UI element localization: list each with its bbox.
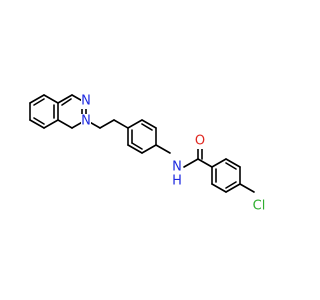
bond-phenyl-nh xyxy=(155,144,171,154)
bond-aryl-cl xyxy=(239,183,255,193)
o-label: O xyxy=(195,134,205,149)
n-label: N xyxy=(81,94,91,109)
bond-nh-carbonyl xyxy=(183,158,199,168)
atom-amide-nh: N H xyxy=(171,160,183,189)
atom-carbonyl-o: O xyxy=(194,134,206,149)
bond-carbonyl-aryl xyxy=(197,158,213,168)
molecule-canvas: N N N H O Cl xyxy=(29,93,268,214)
atom-n-pyrazine-top: N xyxy=(81,94,91,109)
cl-label: Cl xyxy=(253,199,266,214)
h-label: H xyxy=(172,174,182,189)
atom-chlorine: Cl xyxy=(250,199,268,214)
n-label: N xyxy=(172,160,182,175)
bond-quinoxaline-phenyl xyxy=(99,119,115,129)
molecule-structure: N N N H O Cl xyxy=(29,93,268,214)
chlorophenyl-ring xyxy=(211,158,241,193)
quinoxaline-benzo-ring xyxy=(29,94,59,129)
n-label: N xyxy=(81,114,91,129)
atom-n-pyrazine-bottom: N xyxy=(81,114,91,129)
central-phenyl-ring xyxy=(113,119,157,154)
